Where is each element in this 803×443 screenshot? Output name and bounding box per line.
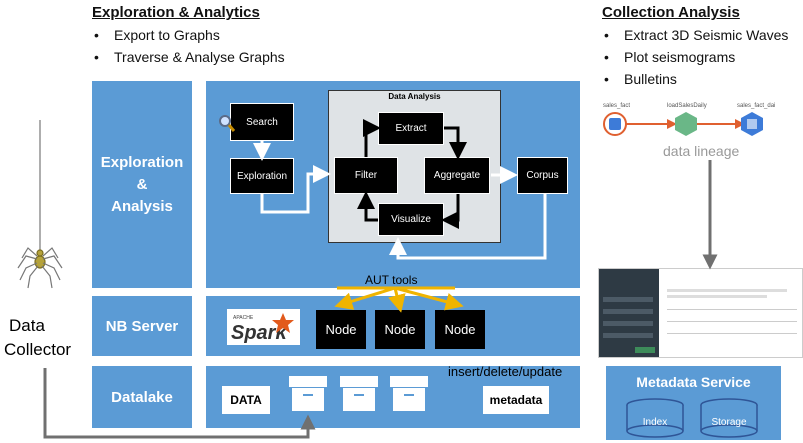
bullet-bulletins: Bulletins xyxy=(602,68,788,90)
collector-label-2: Collector xyxy=(4,340,72,359)
spark-name-text: Spark xyxy=(231,322,287,344)
exploration-title: Exploration & Analytics xyxy=(92,4,260,21)
search-block: Search xyxy=(230,103,294,141)
lineage-node-3 xyxy=(741,112,763,136)
visualize-block: Visualize xyxy=(378,203,444,236)
lineage-node-2 xyxy=(675,112,697,136)
spark-node-1: Node xyxy=(316,310,366,349)
aggregate-block: Aggregate xyxy=(424,157,490,194)
filter-block: Filter xyxy=(334,157,398,194)
exploration-block: Exploration xyxy=(230,158,294,194)
lineage-node-label-2: loadSalesDaily xyxy=(667,103,707,109)
spark-node-3: Node xyxy=(435,310,485,349)
lineage-graph xyxy=(603,112,763,136)
spark-node-2: Node xyxy=(375,310,425,349)
collection-bullets: Extract 3D Seismic Waves Plot seismogram… xyxy=(602,24,788,90)
bullet-export: Export to Graphs xyxy=(92,24,285,46)
metadata-service-title: Metadata Service xyxy=(636,374,751,390)
exploration-panel-label: Exploration & Analysis xyxy=(100,153,184,215)
bullet-traverse: Traverse & Analyse Graphs xyxy=(92,46,285,68)
lineage-node-1 xyxy=(603,112,627,136)
spark-star-icon xyxy=(272,313,294,333)
lineage-node-label-3: sales_fact_dai xyxy=(737,103,776,109)
data-lineage-label: data lineage xyxy=(663,143,740,159)
insert-delete-update-label: insert/delete/update xyxy=(448,364,563,379)
exploration-panel: Exploration & Analysis xyxy=(92,81,192,288)
extract-block: Extract xyxy=(378,112,444,145)
datalake-label: Datalake xyxy=(111,388,173,406)
spark-logo: APACHE Spark xyxy=(227,309,300,345)
collector-label-1: Data xyxy=(9,316,45,335)
spark-apache-text: APACHE xyxy=(233,315,254,321)
spider-icon xyxy=(17,120,63,289)
nb-server-label: NB Server xyxy=(105,317,179,335)
aut-tools-label: AUT tools xyxy=(365,273,418,287)
data-analysis-title: Data Analysis xyxy=(388,92,441,101)
datalake-panel: Datalake xyxy=(92,366,192,428)
data-box: DATA xyxy=(222,386,270,414)
metadata-box: metadata xyxy=(483,386,549,414)
nb-server-panel: NB Server xyxy=(92,296,192,356)
bullet-extract-waves: Extract 3D Seismic Waves xyxy=(602,24,788,46)
bullet-seismograms: Plot seismograms xyxy=(602,46,788,68)
exploration-bullets: Export to Graphs Traverse & Analyse Grap… xyxy=(92,24,285,68)
collection-title: Collection Analysis xyxy=(602,4,740,21)
corpus-block: Corpus xyxy=(517,157,568,194)
lineage-node-label-1: sales_fact xyxy=(603,103,631,109)
metadata-ui-screenshot xyxy=(598,268,803,358)
